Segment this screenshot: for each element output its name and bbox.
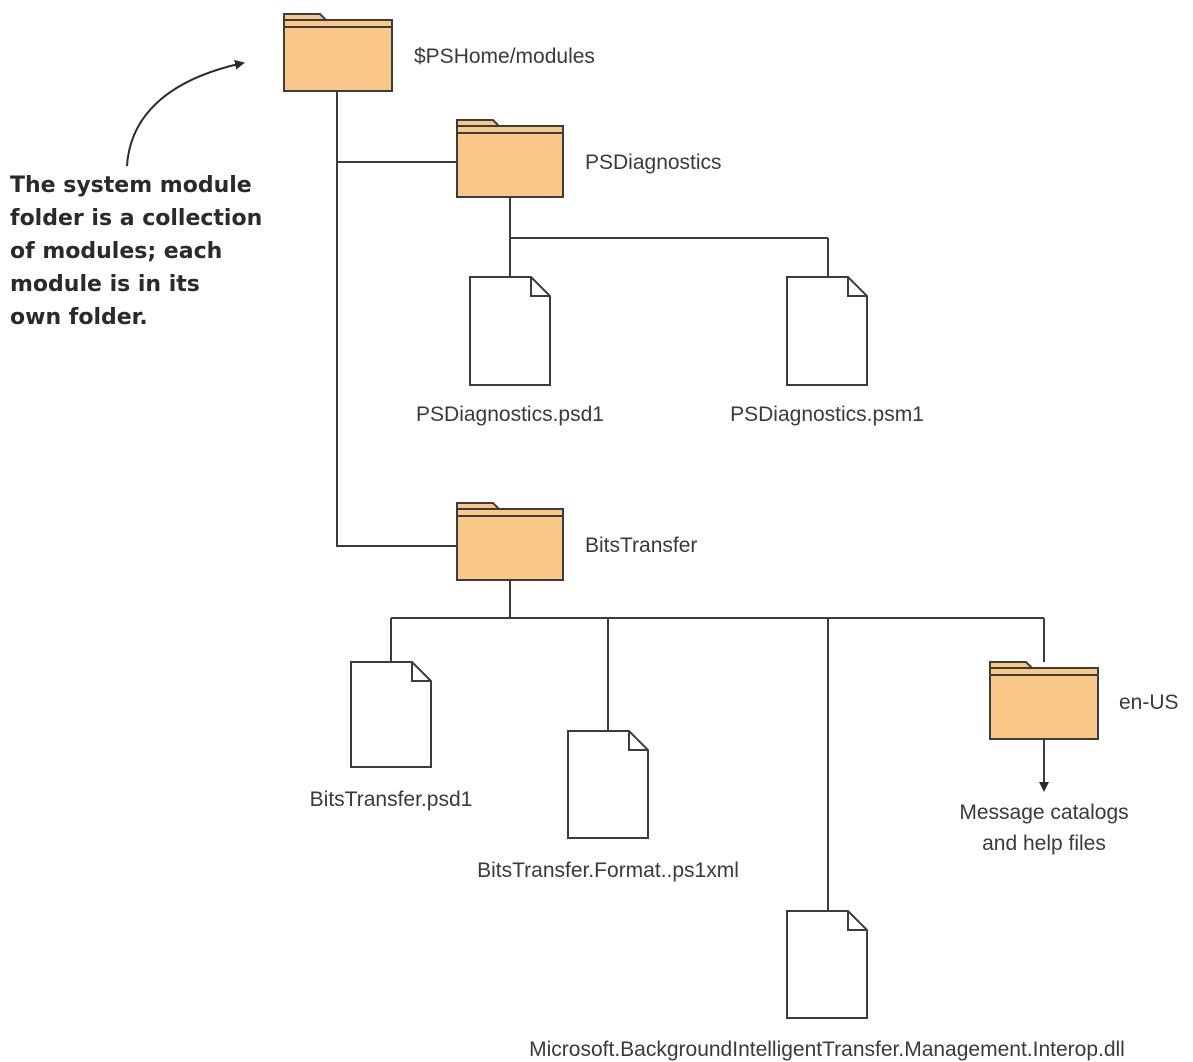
folder-icon-psdiagnostics[interactable] [456,119,564,198]
connector-bitstransfer-children [390,580,1045,911]
folder-icon-bitstransfer[interactable] [456,502,564,581]
callout-line-1: The system module [10,173,252,198]
label-bitstransfer-folder: BitsTransfer [585,534,697,557]
callout-line-2: folder is a collection [10,206,262,231]
callout-line-3: of modules; each [10,239,222,264]
connector-root-trunk [336,91,457,547]
label-interop-dll: Microsoft.BackgroundIntelligentTransfer.… [529,1038,1125,1061]
label-psdiagnostics-psm1: PSDiagnostics.psm1 [730,403,924,426]
tree-connectors [336,91,1049,911]
label-en-us-contents-line1: Message catalogs [959,801,1128,824]
callout-note: The system module folder is a collection… [10,173,262,330]
label-psdiagnostics-folder: PSDiagnostics [585,151,722,174]
label-root-folder: $PSHome/modules [414,45,595,68]
file-icon-psdiagnostics-psd1[interactable] [469,276,551,386]
callout-arrow [126,59,245,167]
file-icon-bitstransfer-psd1[interactable] [350,661,432,768]
label-bitstransfer-psd1: BitsTransfer.psd1 [310,788,473,811]
label-bitstransfer-format: BitsTransfer.Format..ps1xml [477,859,739,882]
label-en-us-folder: en-US [1119,691,1179,714]
file-icon-bitstransfer-format[interactable] [567,730,649,839]
file-icon-interop-dll[interactable] [786,910,868,1019]
label-en-us-contents-line2: and help files [982,832,1106,855]
folder-icon-en-us[interactable] [989,661,1099,740]
label-psdiagnostics-psd1: PSDiagnostics.psd1 [416,403,604,426]
callout-line-4: module is in its [10,272,200,297]
connector-psdiagnostics-children [509,197,829,277]
folder-icon-root[interactable] [283,13,393,92]
callout-line-5: own folder. [10,305,148,330]
file-icon-psdiagnostics-psm1[interactable] [786,276,868,386]
